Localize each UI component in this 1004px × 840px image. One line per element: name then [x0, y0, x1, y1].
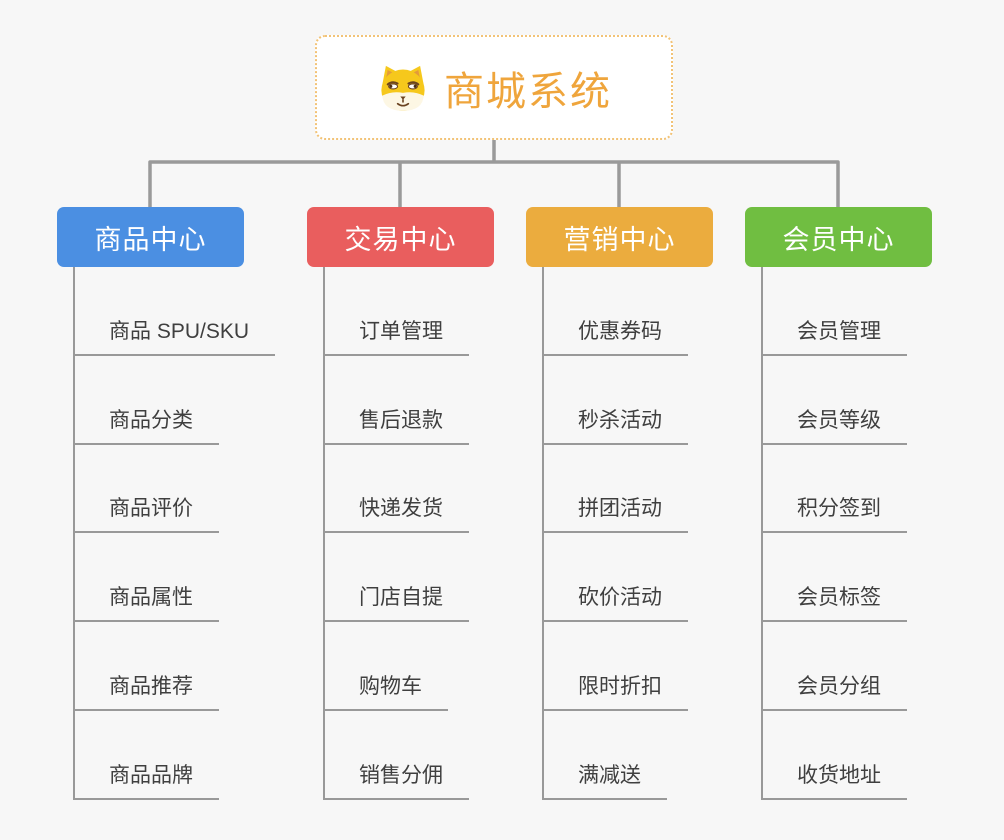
leaf-node[interactable]: 会员标签	[763, 533, 907, 623]
leaf-label: 会员等级	[763, 404, 907, 445]
leaf-node[interactable]: 会员等级	[763, 356, 907, 445]
leaf-node[interactable]: 销售分佣	[325, 711, 469, 800]
leaf-label: 商品品牌	[75, 759, 219, 800]
root-title: 商城系统	[444, 69, 612, 114]
leaf-node[interactable]: 优惠券码	[544, 267, 688, 356]
leaf-node[interactable]: 收货地址	[763, 711, 907, 800]
leaf-label: 销售分佣	[325, 759, 469, 800]
branch-children: 订单管理售后退款快递发货门店自提购物车销售分佣	[323, 267, 469, 800]
branch-column: 交易中心 订单管理售后退款快递发货门店自提购物车销售分佣	[307, 207, 567, 800]
leaf-label: 满减送	[544, 759, 667, 800]
leaf-node[interactable]: 商品评价	[75, 445, 275, 534]
leaf-node[interactable]: 售后退款	[325, 356, 469, 445]
leaf-node[interactable]: 商品推荐	[75, 622, 275, 711]
leaf-label: 拼团活动	[544, 492, 688, 534]
leaf-node[interactable]: 会员分组	[763, 622, 907, 711]
leaf-node[interactable]: 满减送	[544, 711, 688, 800]
branch-node[interactable]: 商品中心	[57, 207, 244, 267]
leaf-label: 商品 SPU/SKU	[75, 315, 276, 356]
branch-column: 会员中心 会员管理会员等级积分签到会员标签会员分组收货地址	[745, 207, 1004, 800]
leaf-node[interactable]: 快递发货	[325, 445, 469, 534]
leaf-node[interactable]: 购物车	[325, 622, 469, 711]
leaf-node[interactable]: 门店自提	[325, 533, 469, 623]
leaf-node[interactable]: 商品分类	[75, 356, 275, 445]
branch-column: 商品中心 商品 SPU/SKU 商品分类商品评价商品属性商品推荐商品品牌	[57, 207, 317, 800]
branch-label: 商品中心	[94, 224, 207, 255]
leaf-label: 积分签到	[763, 492, 907, 534]
leaf-node[interactable]: 积分签到	[763, 445, 907, 534]
branch-children: 会员管理会员等级积分签到会员标签会员分组收货地址	[761, 267, 907, 800]
leaf-label: 会员管理	[763, 315, 907, 356]
leaf-label: 门店自提	[325, 581, 469, 623]
leaf-label: 购物车	[325, 670, 448, 711]
leaf-label: 商品分类	[75, 404, 219, 445]
branch-column: 营销中心 优惠券码秒杀活动拼团活动砍价活动限时折扣满减送	[526, 207, 786, 800]
branch-node[interactable]: 交易中心	[307, 207, 494, 267]
leaf-label: 会员标签	[763, 581, 907, 623]
branch-node[interactable]: 会员中心	[745, 207, 932, 267]
leaf-node[interactable]: 砍价活动	[544, 533, 688, 623]
leaf-label: 优惠券码	[544, 315, 688, 356]
leaf-node[interactable]: 商品属性	[75, 533, 275, 623]
root-node[interactable]: 商城系统	[315, 35, 673, 140]
branch-children: 商品 SPU/SKU 商品分类商品评价商品属性商品推荐商品品牌	[73, 267, 276, 800]
leaf-label: 快递发货	[325, 492, 469, 534]
branch-label: 交易中心	[344, 224, 457, 255]
leaf-label: 订单管理	[325, 315, 469, 356]
shiba-dog-icon	[381, 65, 425, 111]
leaf-node[interactable]: 商品品牌	[75, 711, 275, 800]
leaf-label: 商品评价	[75, 492, 219, 534]
leaf-label: 砍价活动	[544, 581, 688, 623]
branch-children: 优惠券码秒杀活动拼团活动砍价活动限时折扣满减送	[542, 267, 688, 800]
leaf-label: 商品属性	[75, 581, 219, 623]
leaf-node[interactable]: 限时折扣	[544, 622, 688, 711]
branch-label: 营销中心	[563, 224, 676, 255]
branch-node[interactable]: 营销中心	[526, 207, 713, 267]
leaf-node[interactable]: 秒杀活动	[544, 356, 688, 445]
leaf-label: 秒杀活动	[544, 404, 688, 445]
leaf-label: 限时折扣	[544, 670, 688, 711]
branch-label: 会员中心	[782, 224, 895, 255]
leaf-label: 收货地址	[763, 759, 907, 800]
leaf-node[interactable]: 订单管理	[325, 267, 469, 356]
leaf-label: 商品推荐	[75, 670, 219, 711]
leaf-node[interactable]: 拼团活动	[544, 445, 688, 534]
leaf-node[interactable]: 商品 SPU/SKU	[75, 267, 276, 356]
leaf-node[interactable]: 会员管理	[763, 267, 907, 356]
leaf-label: 售后退款	[325, 404, 469, 445]
leaf-label: 会员分组	[763, 670, 907, 711]
